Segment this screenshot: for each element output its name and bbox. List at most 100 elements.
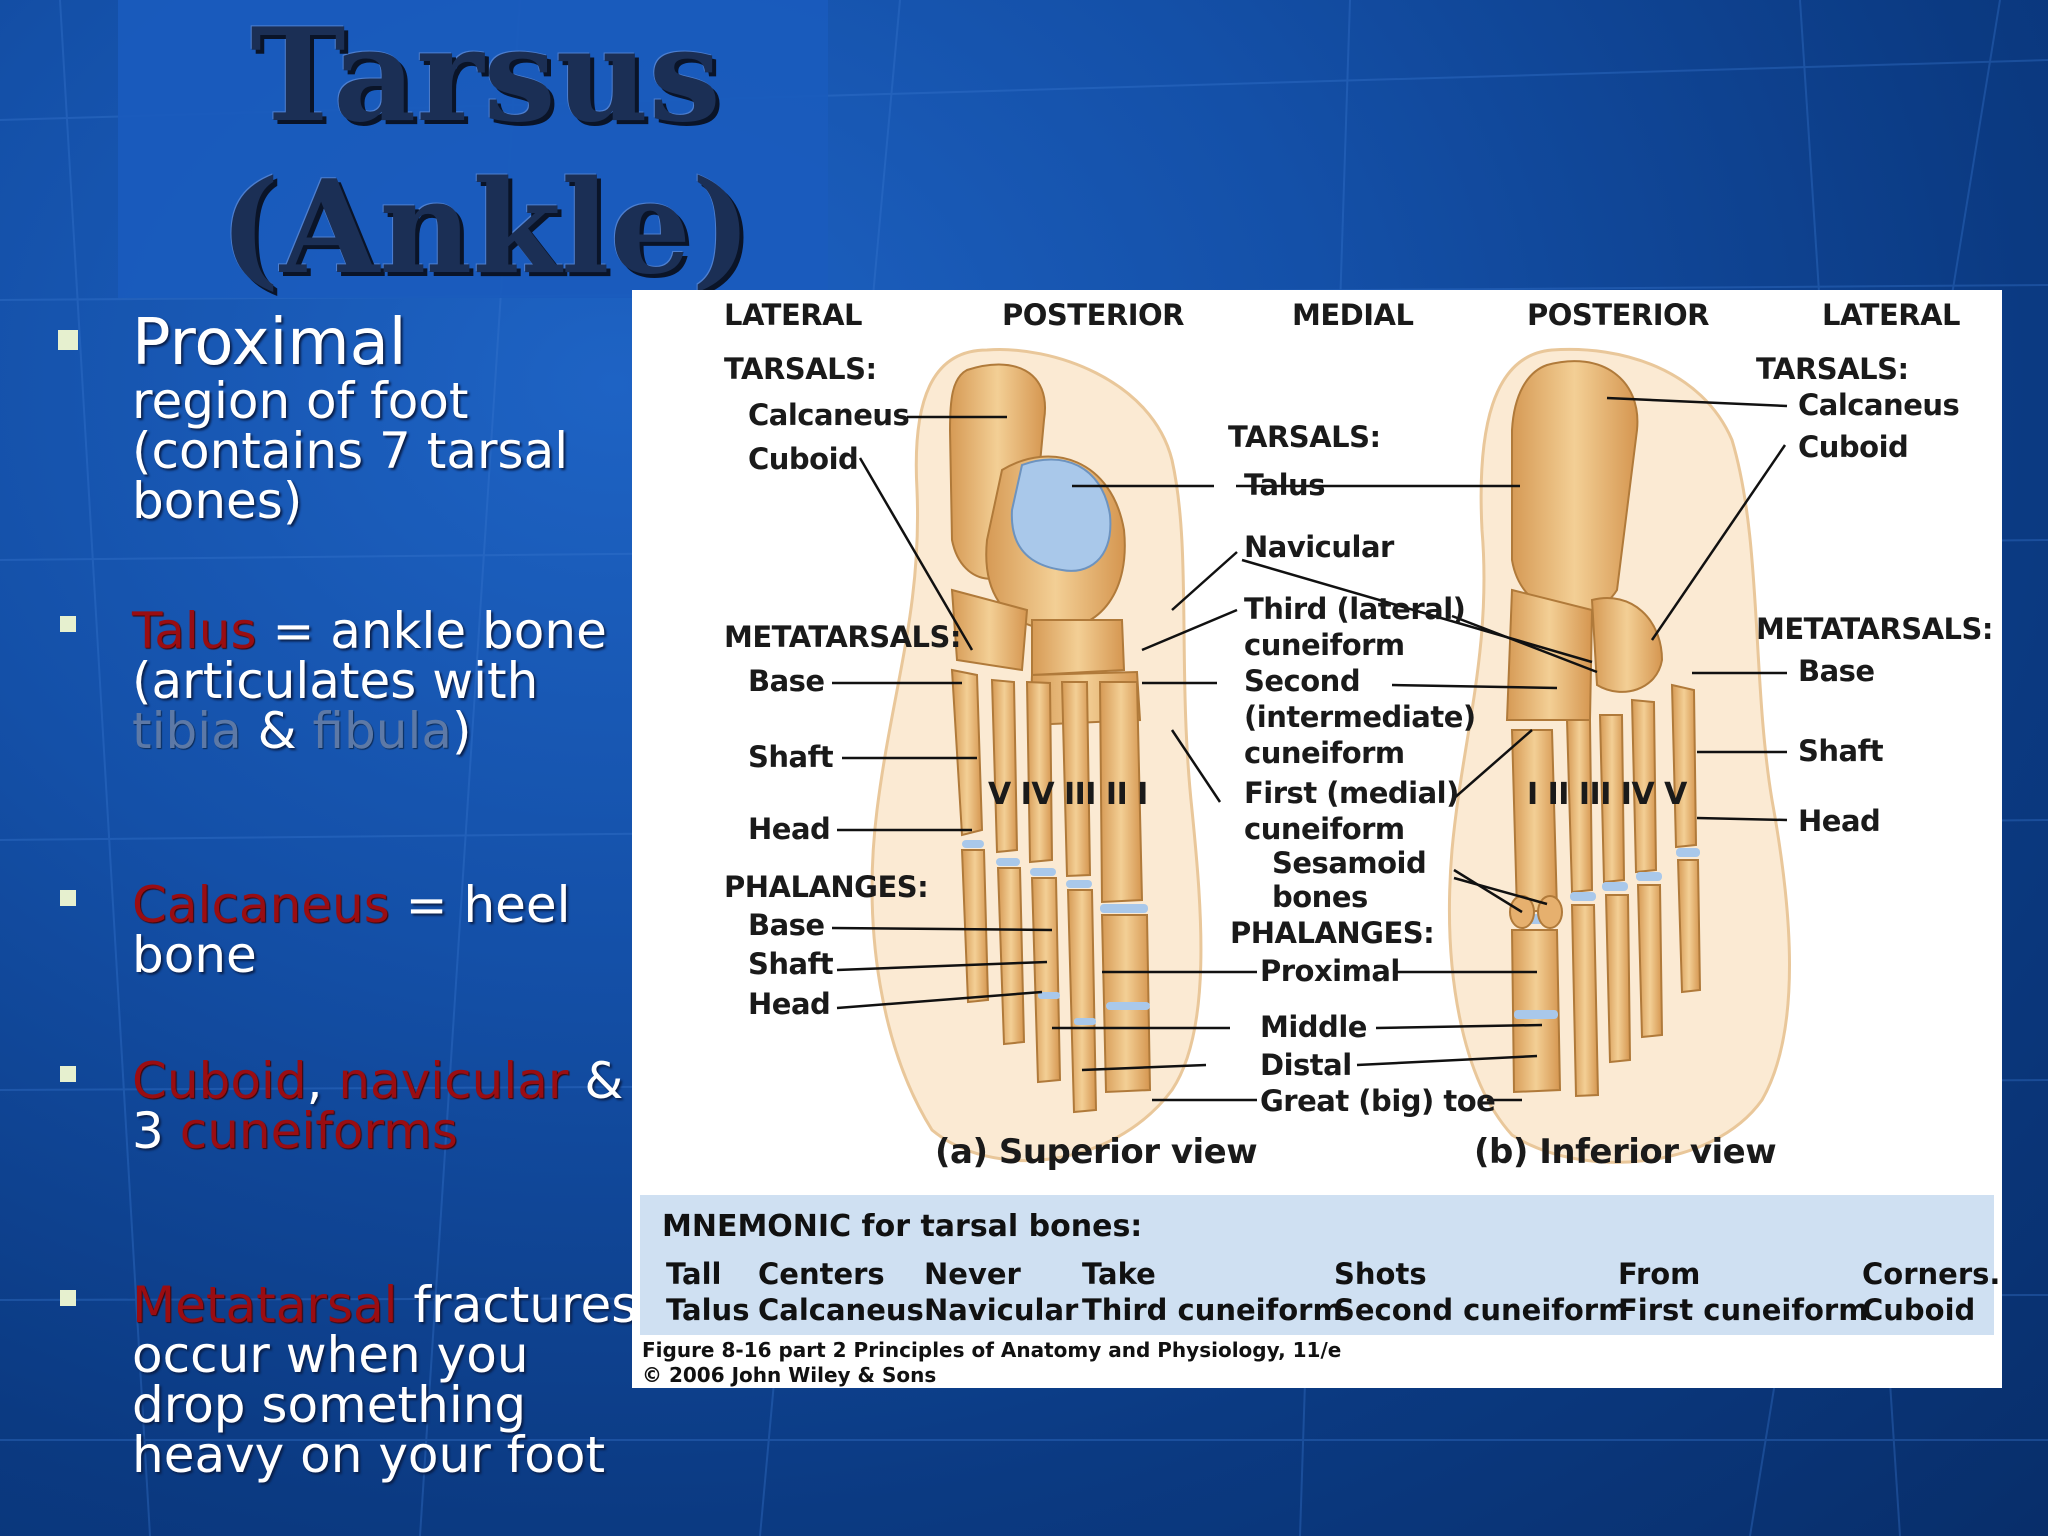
bullet-segment: & [241,702,313,760]
left-phalanges-3 [1030,877,1062,1084]
mnemonic-word: Corners. [1862,1257,2001,1291]
right-metatarsal-1 [1510,729,1559,914]
left-label-phalanx-base: Base [748,908,825,942]
left-label-base: Base [748,664,825,698]
right-label-calcaneus: Calcaneus [1798,388,1960,422]
center-label-distal: Distal [1260,1048,1352,1082]
center-label-third-cuneiform: Third (lateral) [1244,592,1466,626]
left-label-phalanx-shaft: Shaft [748,947,834,981]
center-label-first-cuneiform: First (medial) [1244,776,1459,810]
bullet-marker [60,616,76,632]
left-metatarsal-5 [950,668,984,837]
left-metatarsal-3 [1025,680,1054,864]
view-a-title: (a) Superior view [935,1132,1258,1172]
bullet-segment: , [306,1052,339,1110]
term-metatarsal: Metatarsal [132,1276,398,1334]
right-label-shaft: Shaft [1798,734,1884,768]
foot-illustration [831,347,1791,1164]
right-metatarsal-5 [1670,683,1698,849]
term-navicular: navicular [338,1052,569,1110]
title-line-1: Tarsus [250,1,721,151]
left-phalanges-4 [996,867,1026,1046]
mnemonic-title: MNEMONIC for tarsal bones: [662,1209,1143,1244]
right-label-base: Base [1798,654,1875,688]
term-tibia: tibia [132,702,242,760]
bullet-segment: = heel bone [132,876,571,984]
bullet-segment: & 3 [132,1052,624,1160]
left-foot-bones [948,363,1152,1114]
header-medial: MEDIAL [1292,298,1414,332]
term-cuboid: Cuboid [132,1052,307,1110]
left-talus-cartilage [1010,458,1112,572]
bullet-segment: = ankle bone (articulates with [132,602,607,710]
caption-line-2: © 2006 John Wiley & Sons [642,1363,937,1387]
term-cuneiforms: cuneiforms [179,1102,458,1160]
left-label-cuboid: Cuboid [748,442,859,476]
mnemonic-bone: First cuneiform [1618,1293,1869,1327]
left-label-tarsals: TARSALS: [724,352,877,386]
mnemonic-bone: Calcaneus [758,1293,924,1327]
mnemonic-bone: Cuboid [1862,1293,1976,1327]
figure-caption: Figure 8-16 part 2 Principles of Anatomy… [642,1338,1341,1388]
bullet-text: Proximal region of foot (contains 7 tars… [132,310,652,526]
bullet-rest: region of foot (contains 7 tarsal bones) [132,372,569,530]
bullet-segment: ) [452,702,472,760]
view-b-title: (b) Inferior view [1474,1132,1777,1172]
right-label-metatarsals: METATARSALS: [1756,612,1994,646]
bullet-segment: fractures occur when you drop something … [132,1276,638,1484]
left-label-phalanges: PHALANGES: [724,870,929,904]
header-lateral-left: LATERAL [724,298,863,332]
center-label-great-toe: Great (big) toe [1260,1084,1496,1118]
center-label-proximal: Proximal [1260,954,1400,988]
term-calcaneus: Calcaneus [132,876,390,934]
title-background [118,0,828,298]
right-phalanges-4 [1636,884,1664,1039]
right-phalanges-5 [1676,859,1702,994]
right-phalanges-2 [1570,904,1600,1098]
mnemonic-bone: Third cuneiform [1082,1293,1343,1327]
bullet-marker [58,330,78,350]
right-metatarsal-4 [1630,698,1658,874]
left-joint-caps [962,840,1150,1025]
right-metatarsal-numerals: I II III IV V [1527,777,1687,812]
header-lateral-right: LATERAL [1822,298,1961,332]
right-label-head: Head [1798,804,1881,838]
left-metatarsal-numerals: V IV III II I [988,777,1148,812]
left-metatarsal-2 [1060,681,1092,878]
mnemonic-word: Never [924,1257,1021,1291]
left-metatarsal-1 [1098,681,1144,904]
left-metatarsal-4 [990,678,1019,854]
mnemonic-word: Tall [666,1257,722,1291]
mnemonic-box: MNEMONIC for tarsal bones: Tall Centers … [640,1195,2000,1335]
center-label-sesamoid: Sesamoid [1272,846,1427,880]
center-label-phalanges: PHALANGES: [1230,916,1435,950]
caption-line-1: Figure 8-16 part 2 Principles of Anatomy… [642,1338,1342,1362]
mnemonic-word: Shots [1334,1257,1427,1291]
mnemonic-bone: Talus [666,1293,750,1327]
right-metatarsal-2 [1565,719,1594,894]
center-label-second-cuneiform: Second [1244,664,1361,698]
bullet-lead: Proximal [132,306,407,380]
header-posterior-right: POSTERIOR [1527,298,1710,332]
center-label-sesamoid-2: bones [1272,880,1368,914]
title-line-2: (Ankle) [219,153,752,303]
leader-lines [831,396,1788,1102]
center-label-middle: Middle [1260,1010,1367,1044]
bullet-text: Cuboid, navicular & 3 cuneiforms [132,1056,652,1156]
mnemonic-word: Take [1082,1257,1156,1291]
term-talus: Talus [132,602,257,660]
bullet-marker [60,1290,76,1306]
left-label-metatarsals: METATARSALS: [724,620,962,654]
slide-title: Tarsus (Ankle) [118,0,853,304]
right-cuboid [1590,597,1664,693]
right-tarsals [1505,588,1594,721]
center-label-talus: Talus [1244,468,1325,502]
left-label-head: Head [748,812,831,846]
right-label-tarsals: TARSALS: [1756,352,1909,386]
term-fibula: fibula [312,702,452,760]
center-label-navicular: Navicular [1244,530,1394,564]
right-metatarsal-3 [1598,714,1626,884]
bullet-text: Calcaneus = heel bone [132,880,652,980]
left-label-calcaneus: Calcaneus [748,398,910,432]
bullet-text: Talus = ankle bone (articulates with tib… [132,606,652,756]
